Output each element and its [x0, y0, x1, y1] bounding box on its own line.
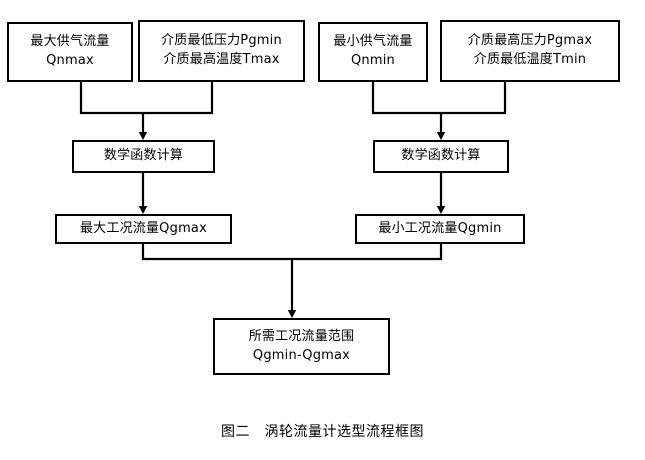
node-math-function-calculation-left: 数学函数计算 [72, 140, 215, 173]
node-max-working-condition-flow-label: 最大工况流量Qgmax [79, 220, 207, 236]
node-required-working-condition-flow-range: 所需工况流量范围 Qgmin-Qgmax [213, 318, 390, 375]
node-min-supply-flow-line1: 最小供气流量 [333, 34, 413, 50]
node-min-supply-flow-line2: Qnmin [351, 53, 395, 68]
node-max-pressure-min-temperature: 介质最高压力Pgmax 介质最低温度Tmin [440, 20, 620, 82]
node-min-supply-flow: 最小供气流量 Qnmin [318, 22, 428, 82]
node-max-supply-flow-line1: 最大供气流量 [30, 34, 110, 50]
connector-bottom-merge [141, 244, 443, 261]
node-max-working-condition-flow: 最大工况流量Qgmax [55, 214, 232, 244]
node-min-working-condition-flow-label: 最小工况流量Qgmin [378, 220, 502, 236]
node-range-value: Qgmin-Qgmax [252, 347, 351, 363]
connector-right-merge [371, 82, 507, 115]
node-math-function-calculation-right: 数学函数计算 [373, 140, 509, 173]
node-max-supply-flow-line2: Qnmax [46, 53, 94, 68]
node-max-supply-flow: 最大供气流量 Qnmax [7, 22, 133, 82]
node-range-label: 所需工况流量范围 [248, 328, 355, 344]
connector-left-merge [79, 82, 214, 115]
node-min-pressure-line: 介质最低压力Pgmin [161, 33, 282, 49]
node-math-function-calculation-left-label: 数学函数计算 [103, 148, 184, 164]
node-max-temperature-line: 介质最高温度Tmax [163, 52, 280, 67]
figure-caption: 图二 涡轮流量计选型流程框图 [221, 424, 424, 440]
node-min-working-condition-flow: 最小工况流量Qgmin [355, 214, 525, 244]
node-max-pressure-line: 介质最高压力Pgmax [467, 33, 593, 49]
node-math-function-calculation-right-label: 数学函数计算 [401, 148, 481, 164]
node-min-pressure-max-temperature: 介质最低压力Pgmin 介质最高温度Tmax [138, 20, 305, 82]
node-min-temperature-line: 介质最低温度Tmin [473, 52, 587, 67]
